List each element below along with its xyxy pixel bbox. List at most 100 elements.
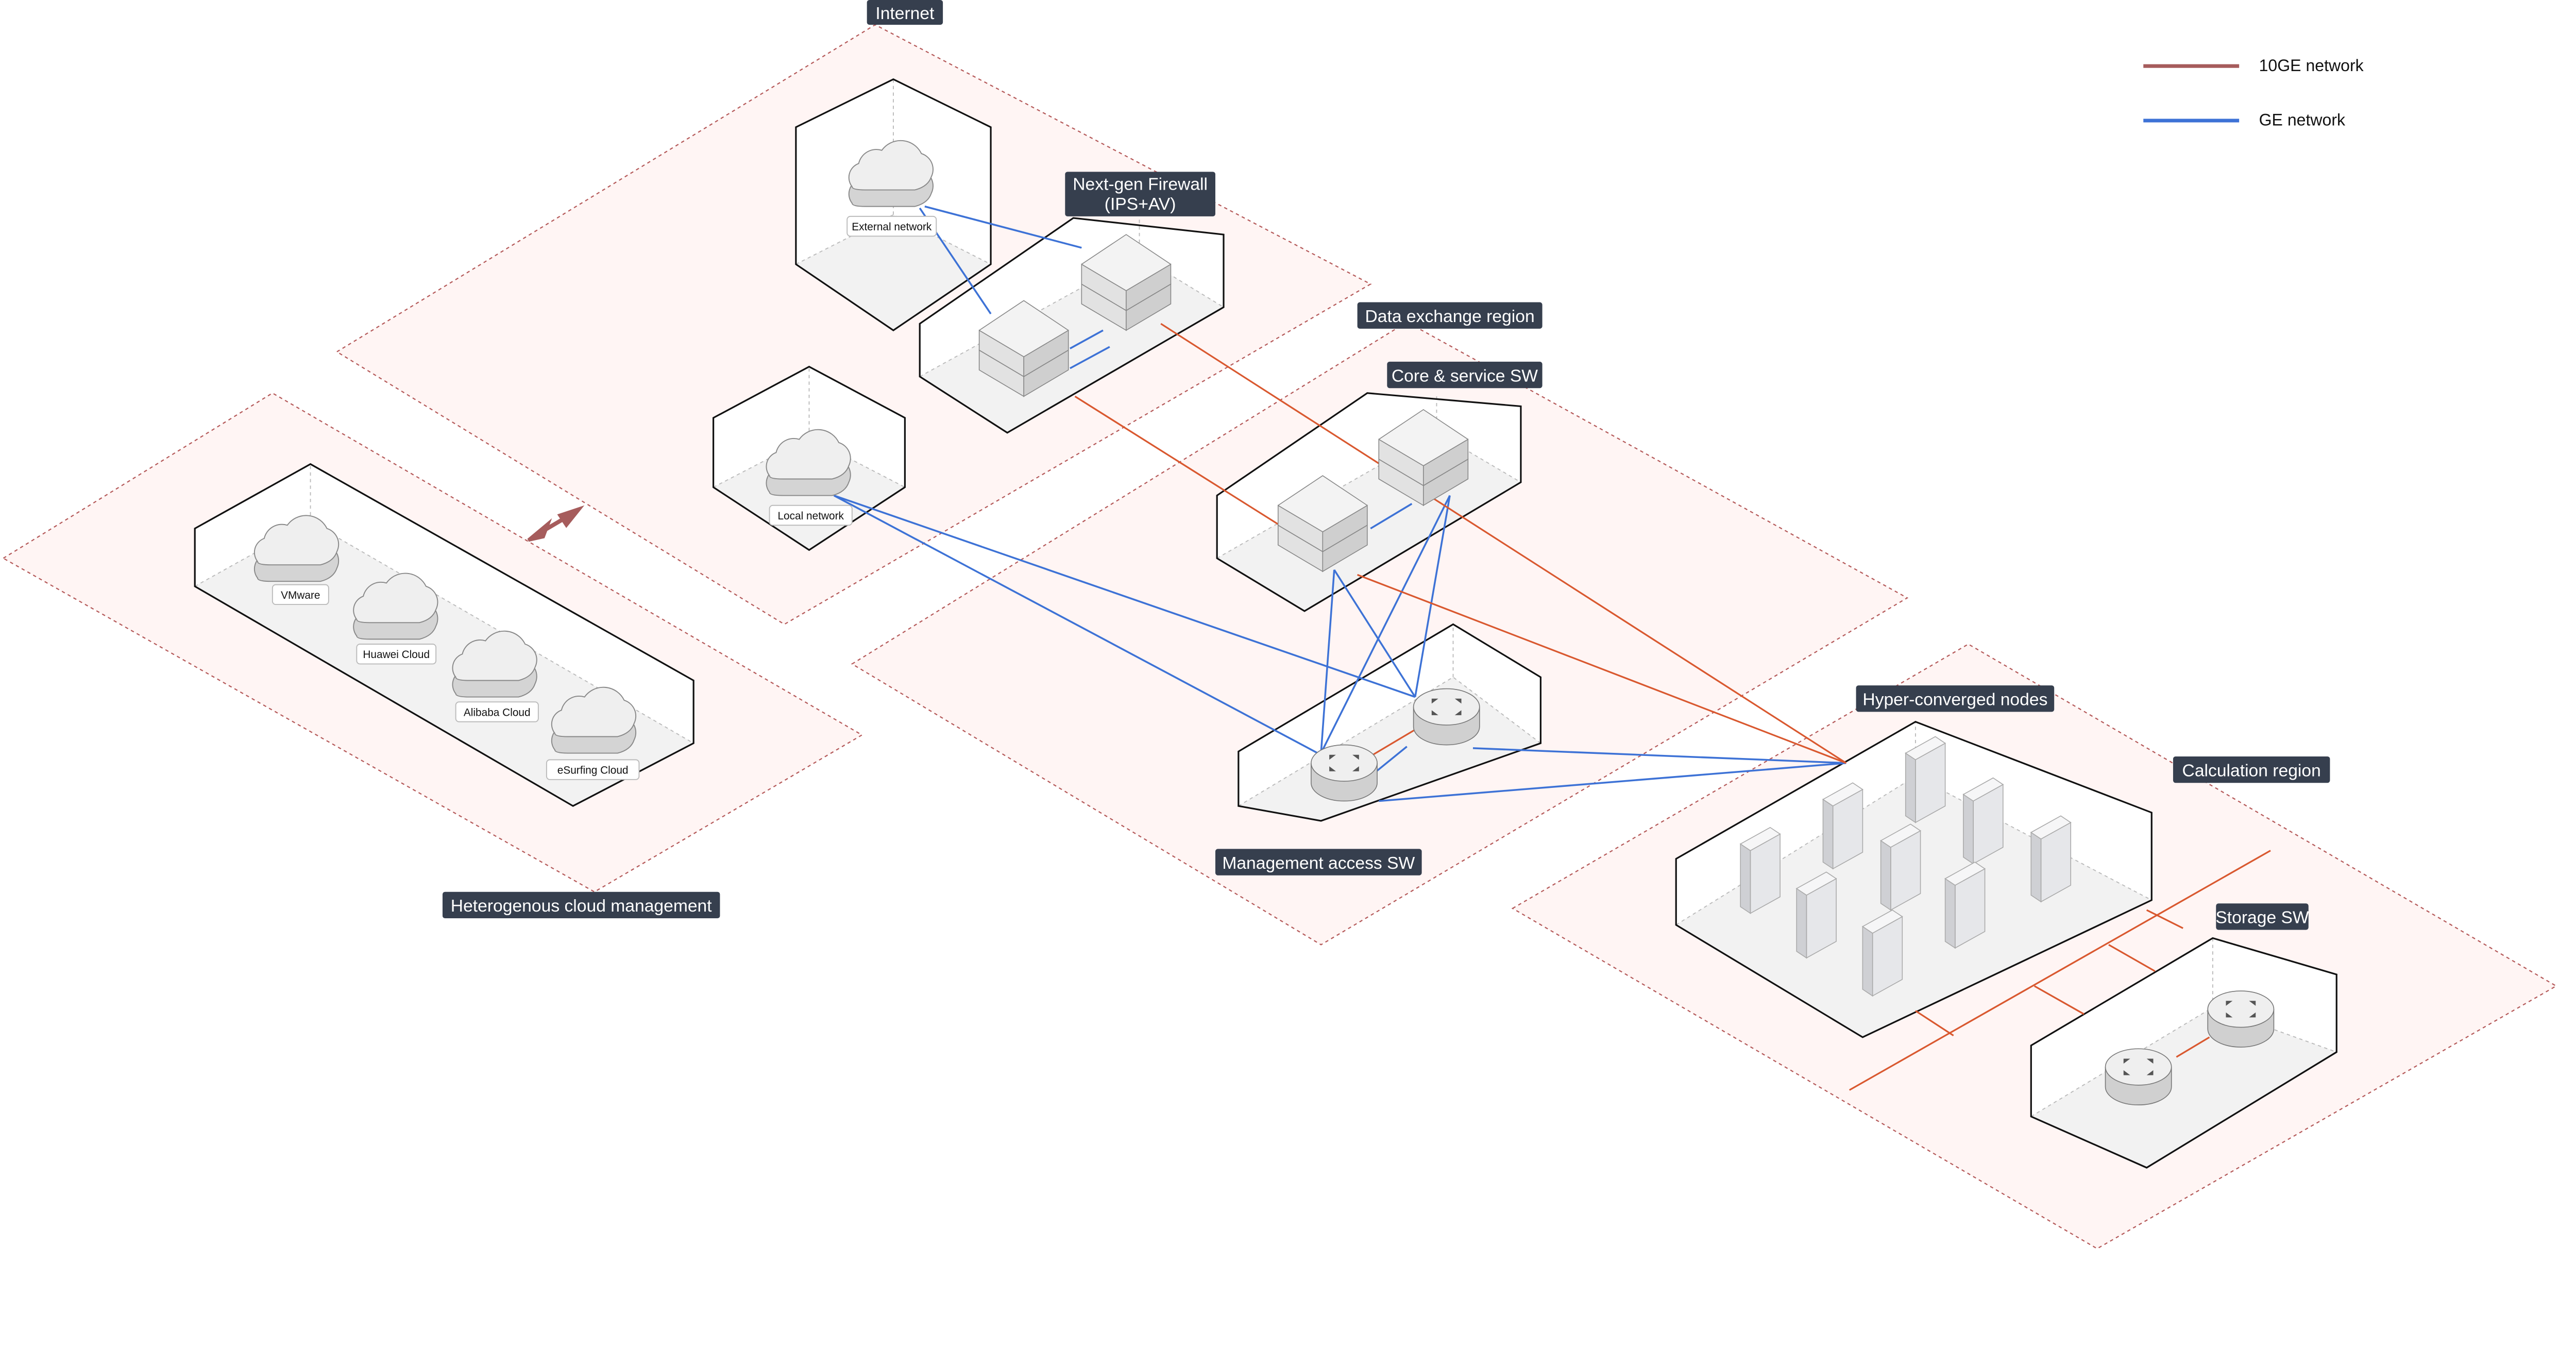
- legend-label-10ge: 10GE network: [2259, 56, 2364, 75]
- arrow-icon: [2146, 1058, 2154, 1064]
- box-local-outline: [713, 365, 906, 551]
- router-icon: [1311, 744, 1378, 802]
- router-top: [2207, 990, 2275, 1028]
- stacked-appliance-icon: [1081, 234, 1172, 331]
- server-top: [1905, 736, 1946, 761]
- box-storage-floor: [2031, 1007, 2337, 1168]
- ge-link: [1370, 503, 1413, 530]
- label-mgmt-sw: Management access SW: [1215, 849, 1422, 875]
- links: [833, 205, 2271, 1091]
- router-icon: [1413, 688, 1480, 746]
- label-core-sw: Core & service SW: [1387, 361, 1543, 389]
- server-top: [1944, 862, 1986, 886]
- svg-text:Local network: Local network: [777, 510, 844, 522]
- server-top: [1739, 827, 1781, 851]
- svg-text:Data exchange region: Data exchange region: [1365, 307, 1535, 326]
- 10ge-link: [2033, 985, 2084, 1015]
- arrow-icon: [2249, 1012, 2256, 1018]
- network-diagram: Internet Next-gen Firewall(IPS+AV) Data …: [2, 0, 2557, 1250]
- box-hyper-outline: [1675, 720, 2153, 1038]
- server-side: [1944, 878, 1956, 949]
- router-icon: [2207, 990, 2275, 1048]
- stacked-appliance-icon: [1277, 475, 1368, 573]
- cloud-icon: [848, 140, 934, 207]
- router-top: [1311, 744, 1378, 782]
- server-side: [1905, 752, 1916, 823]
- svg-text:(IPS+AV): (IPS+AV): [1105, 195, 1176, 214]
- ge-link: [833, 494, 1318, 754]
- arrow-icon: [1454, 710, 1462, 715]
- server-side: [1963, 794, 1974, 865]
- server-side: [1880, 839, 1891, 911]
- cloud-labels: External network Local network VMware Hu…: [272, 215, 937, 780]
- cloud-label-external: External network: [846, 215, 937, 237]
- server-top: [1795, 871, 1837, 896]
- svg-text:Management access SW: Management access SW: [1222, 854, 1415, 873]
- svg-text:Heterogenous cloud management: Heterogenous cloud management: [451, 897, 712, 916]
- 10ge-link: [1074, 395, 1280, 526]
- router-icon: [2105, 1048, 2172, 1105]
- unit-top: [1277, 475, 1368, 532]
- svg-text:Hyper-converged nodes: Hyper-converged nodes: [1862, 691, 2047, 710]
- server-icon: [1905, 736, 1946, 823]
- svg-text:VMware: VMware: [281, 590, 320, 601]
- ge-link: [1472, 747, 1846, 764]
- region-labels: Internet Next-gen Firewall(IPS+AV) Data …: [442, 0, 2330, 930]
- router-top: [1413, 688, 1480, 726]
- unit-top: [1081, 234, 1172, 291]
- label-calc: Calculation region: [2173, 756, 2330, 783]
- cloud-top: [452, 630, 537, 681]
- devices: [253, 140, 2275, 1105]
- cloud-label-esurfing: eSurfing Cloud: [546, 759, 640, 780]
- server-icon: [1861, 910, 1903, 997]
- ge-link: [1320, 495, 1451, 754]
- label-internet: Internet: [867, 0, 943, 25]
- cloud-icon: [353, 573, 438, 640]
- ge-link: [924, 205, 1082, 249]
- double-arrow-icon: [527, 505, 585, 542]
- server-side: [2030, 831, 2042, 903]
- svg-text:Core & service SW: Core & service SW: [1392, 366, 1538, 385]
- 10ge-link: [2176, 1036, 2210, 1058]
- 10ge-link: [1915, 1010, 1954, 1036]
- svg-text:Storage SW: Storage SW: [2215, 908, 2309, 928]
- 10ge-link: [1849, 850, 2271, 1091]
- cloud-top: [551, 686, 637, 737]
- server-icon: [2030, 815, 2072, 903]
- server-icon: [1795, 871, 1837, 959]
- ge-link: [1070, 329, 1104, 349]
- ge-link: [834, 494, 1416, 698]
- cloud-icon: [551, 686, 637, 754]
- server-icon: [1739, 827, 1781, 914]
- label-firewall: Next-gen Firewall(IPS+AV): [1065, 172, 1215, 216]
- label-storage: Storage SW: [2215, 903, 2309, 930]
- stacked-appliance-icon: [1378, 409, 1469, 507]
- svg-text:External network: External network: [852, 221, 932, 233]
- svg-text:Internet: Internet: [875, 4, 935, 23]
- cloud-label-vmware: VMware: [272, 584, 329, 605]
- 10ge-link: [1160, 323, 1847, 764]
- svg-text:Huawei Cloud: Huawei Cloud: [363, 649, 430, 661]
- label-hyper: Hyper-converged nodes: [1856, 685, 2055, 712]
- box-storage-outline: [2030, 937, 2337, 1169]
- box-firewall-outline: [919, 217, 1225, 434]
- server-icon: [1880, 823, 1922, 911]
- cloud-top: [766, 429, 851, 480]
- ge-link: [1070, 346, 1110, 369]
- server-top: [1962, 777, 2004, 802]
- box-external-outline: [795, 78, 992, 331]
- box-external-floor: [795, 214, 991, 331]
- ge-link: [1414, 495, 1451, 697]
- 10ge-link: [1357, 574, 1846, 764]
- svg-text:Alibaba Cloud: Alibaba Cloud: [464, 706, 531, 718]
- router-top: [2105, 1048, 2172, 1086]
- legend: 10GE network GE network: [2143, 56, 2364, 129]
- svg-text:Calculation region: Calculation region: [2182, 761, 2321, 780]
- arrow-icon: [1431, 698, 1438, 704]
- ge-link: [1320, 569, 1335, 753]
- arrow-icon: [2249, 1001, 2256, 1006]
- box-hetero-outline: [194, 463, 694, 807]
- cloud-icon: [766, 429, 851, 496]
- server-top: [1822, 782, 1863, 807]
- arrow-icon: [1454, 698, 1462, 704]
